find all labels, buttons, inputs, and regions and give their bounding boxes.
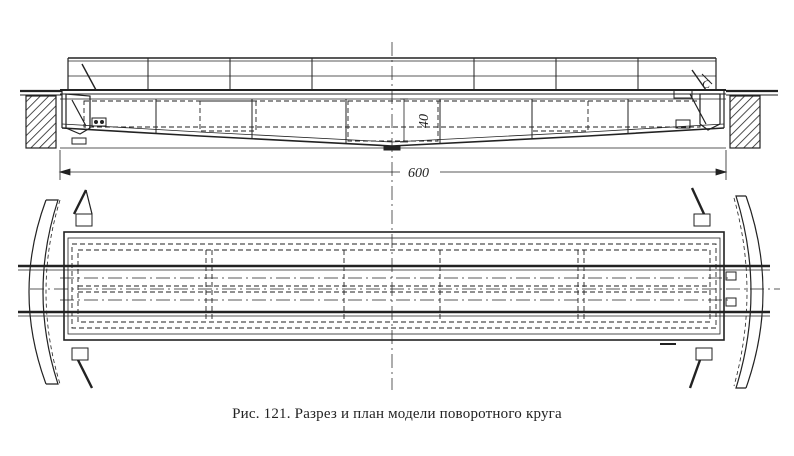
left-pit-wall <box>25 95 57 149</box>
right-pit-wall <box>729 95 761 149</box>
plan-view <box>18 187 780 389</box>
figure-caption: Рис. 121. Разрез и план модели поворотно… <box>232 406 562 422</box>
section-mark: C <box>702 77 711 91</box>
length-dimension-label: 600 <box>408 166 429 181</box>
length-dimension <box>58 150 728 180</box>
girder-bottom-flange <box>61 127 725 147</box>
right-pit-arc <box>745 195 764 389</box>
section-view <box>20 57 778 151</box>
height-dimension-label: 40 <box>417 114 432 128</box>
height-dimension <box>400 98 408 143</box>
platform <box>63 231 725 341</box>
center-pivot <box>383 145 401 151</box>
left-pit-arc <box>28 199 47 385</box>
